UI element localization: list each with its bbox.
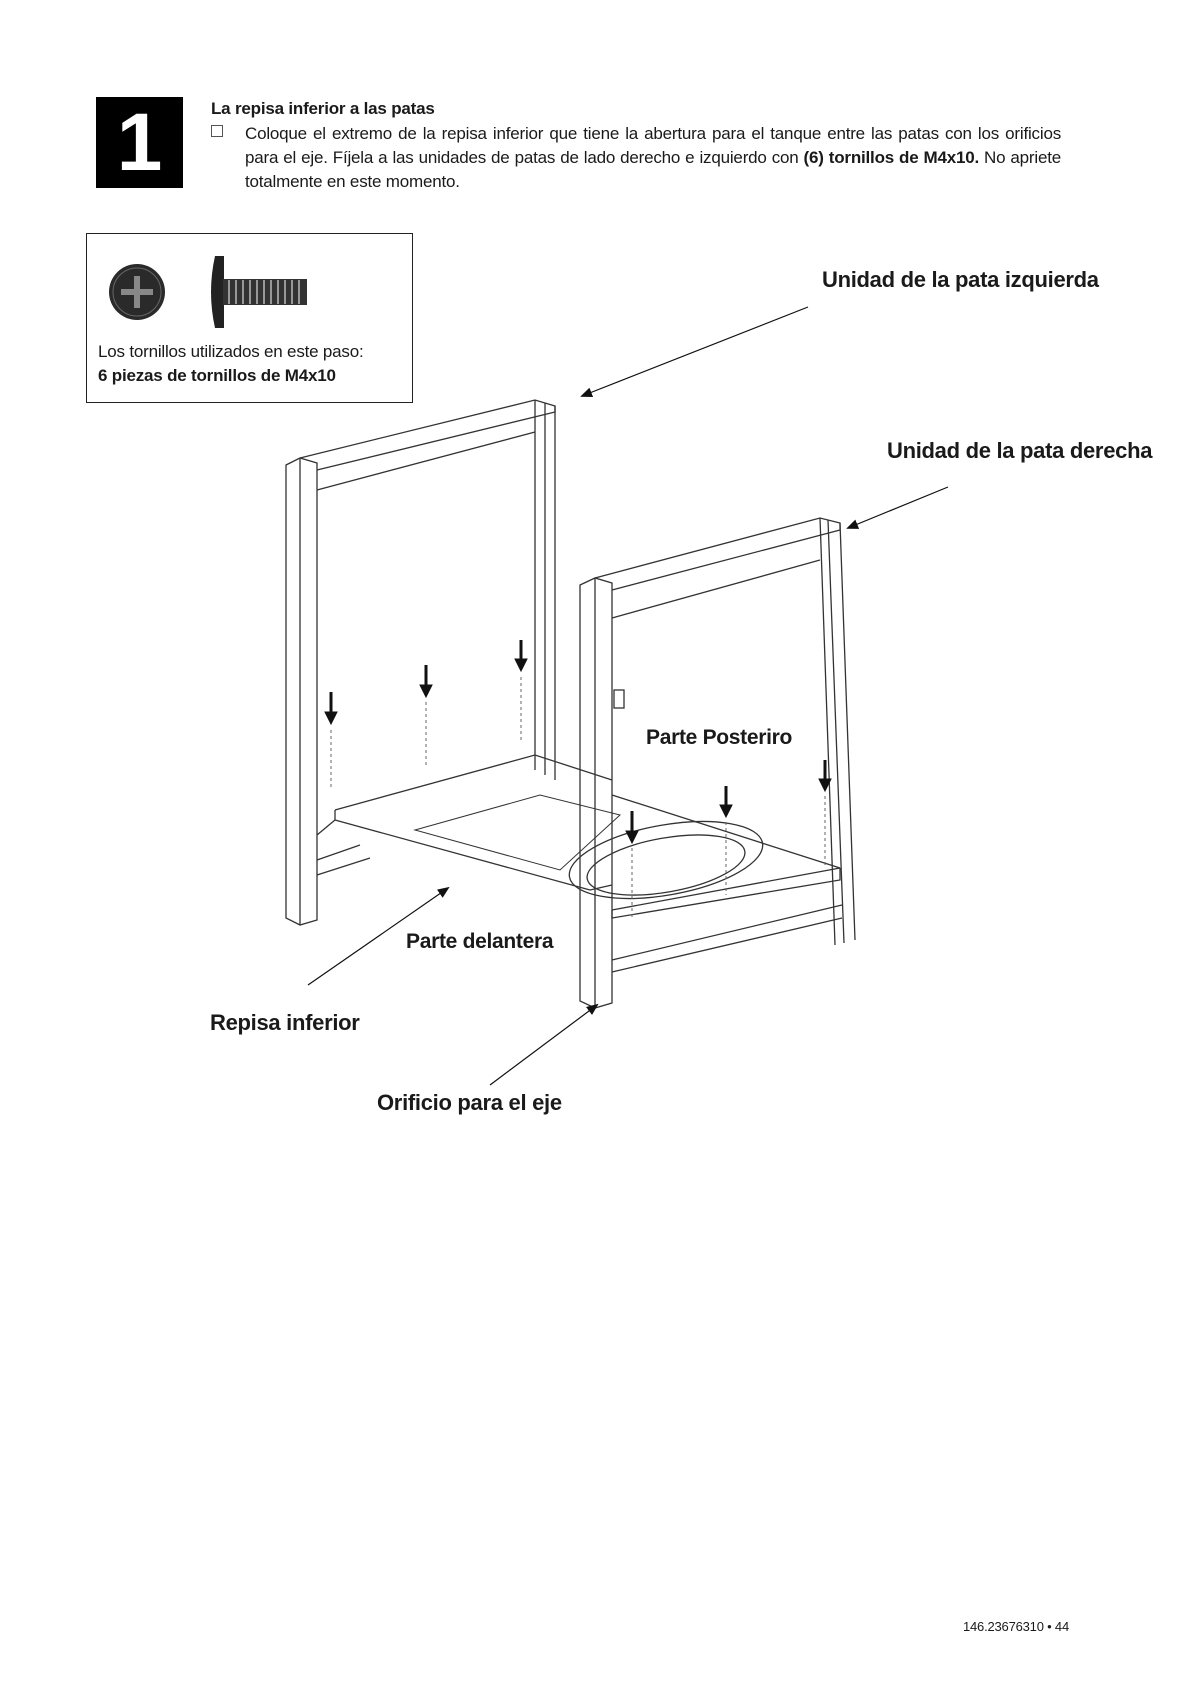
- parts-quantity: 6 piezas de tornillos de M4x10: [98, 366, 336, 385]
- step-text-after: No apriete totalmente en este momento.: [245, 148, 1061, 191]
- step-title: La repisa inferior a las patas: [211, 99, 435, 118]
- label-axle-hole: Orificio para el eje: [377, 1090, 562, 1115]
- page-footer: 146.23676310 • 44: [963, 1619, 1069, 1634]
- parts-caption: Los tornillos utilizados en este paso:: [98, 342, 364, 361]
- label-right-leg: Unidad de la pata derecha: [887, 438, 1153, 463]
- label-left-leg: Unidad de la pata izquierda: [822, 267, 1099, 292]
- step-text-bold: (6) tornillos de M4x10.: [803, 148, 980, 167]
- screw-icon: [109, 256, 307, 328]
- checkbox-bullet-icon: [211, 125, 223, 137]
- label-front: Parte delantera: [406, 930, 554, 953]
- label-rear: Parte Posteriro: [646, 726, 793, 749]
- label-bottom-shelf: Repisa inferior: [210, 1010, 360, 1035]
- step-text-before: Coloque el extremo de la repisa inferior…: [245, 124, 1061, 167]
- step-number-badge: 1: [96, 97, 183, 188]
- step-instructions: Coloque el extremo de la repisa inferior…: [211, 122, 1061, 194]
- parts-box: Los tornillos utilizados en este paso: 6…: [86, 233, 413, 403]
- step-paragraph: Coloque el extremo de la repisa inferior…: [245, 122, 1061, 194]
